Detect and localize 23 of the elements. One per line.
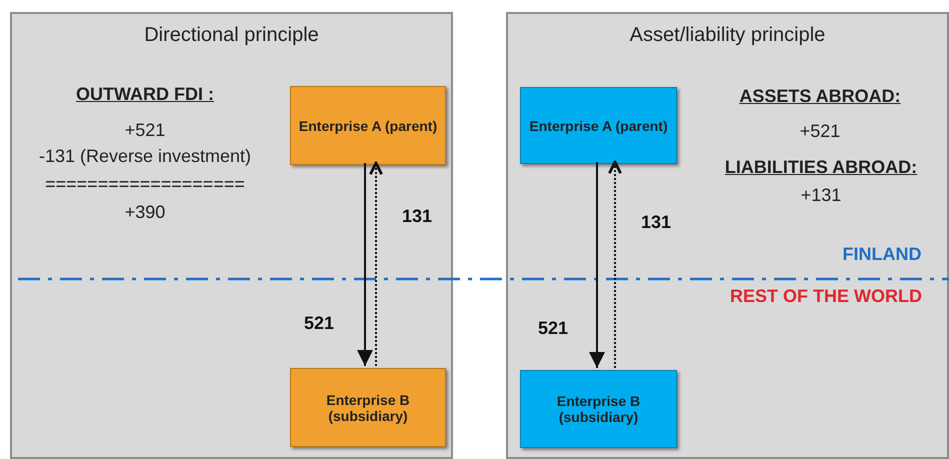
arrow	[369, 162, 383, 366]
panel-title: Asset/liability principle	[630, 24, 826, 47]
panel-background	[506, 12, 949, 459]
heading-text: LIABILITIES ABROAD:	[724, 157, 918, 178]
arrow	[608, 160, 622, 368]
enterprise-box: Enterprise A (parent)	[520, 87, 677, 164]
region-label: FINLAND	[842, 244, 922, 265]
panel-background	[10, 12, 453, 459]
panel-title: Directional principle	[144, 24, 319, 47]
figure-text: ===================	[45, 174, 245, 195]
figure-text: +390	[124, 202, 166, 223]
figure-text: +521	[124, 120, 166, 141]
figure-text: -131 (Reverse investment)	[38, 146, 252, 167]
figure-text: +131	[800, 185, 842, 206]
heading-text: ASSETS ABROAD:	[739, 86, 901, 107]
region-label: REST OF THE WORLD	[730, 286, 922, 307]
enterprise-box: Enterprise A (parent)	[290, 86, 446, 165]
arrow	[357, 163, 373, 366]
enterprise-box: Enterprise B (subsidiary)	[290, 368, 446, 447]
figure-text: +521	[800, 121, 840, 142]
arrow	[589, 162, 605, 368]
enterprise-box: Enterprise B (subsidiary)	[520, 370, 677, 448]
heading-text: OUTWARD FDI :	[76, 84, 214, 105]
